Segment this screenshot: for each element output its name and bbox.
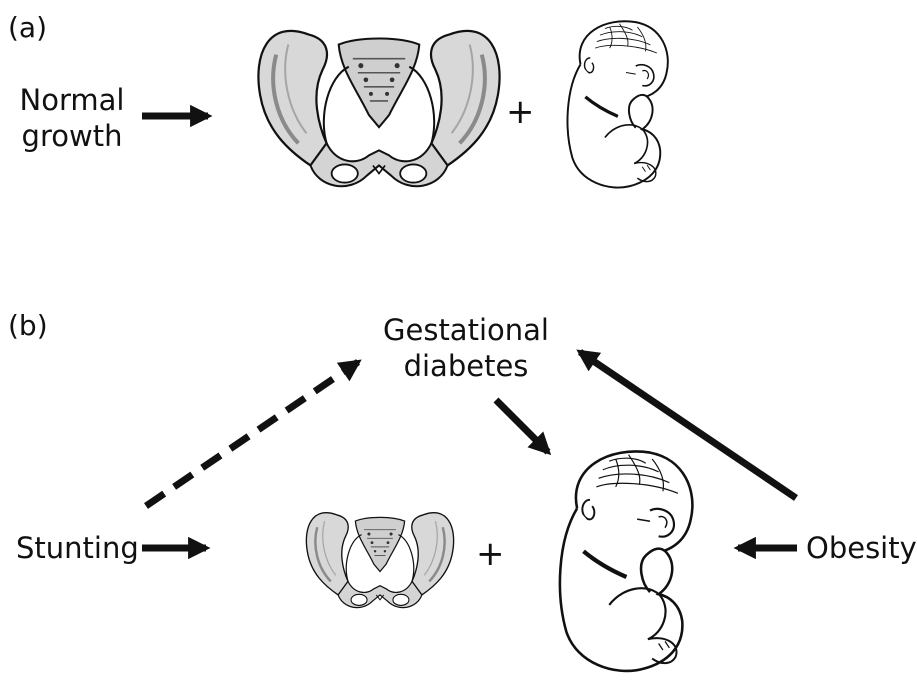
plus-sign: + <box>476 536 505 572</box>
arrow-icon <box>496 400 548 452</box>
normal-growth-line1: Normal <box>16 82 128 118</box>
dashed-arrow-icon <box>146 362 358 506</box>
plus-sign: + <box>506 94 535 130</box>
fetus-icon <box>560 451 692 671</box>
gestational-diabetes-label: Gestational diabetes <box>368 312 564 384</box>
normal-growth-label: Normal growth <box>16 82 128 154</box>
panel-a-label: (a) <box>8 10 47 46</box>
normal-growth-line2: growth <box>16 118 128 154</box>
pelvis-icon <box>258 31 499 186</box>
obesity-label: Obesity <box>806 530 917 566</box>
gestational-diabetes-line2: diabetes <box>368 348 564 384</box>
panel-b-label: (b) <box>8 308 48 344</box>
pelvis-icon <box>306 513 453 608</box>
stunting-label: Stunting <box>16 530 139 566</box>
fetus-icon <box>568 21 668 187</box>
gestational-diabetes-line1: Gestational <box>368 312 564 348</box>
